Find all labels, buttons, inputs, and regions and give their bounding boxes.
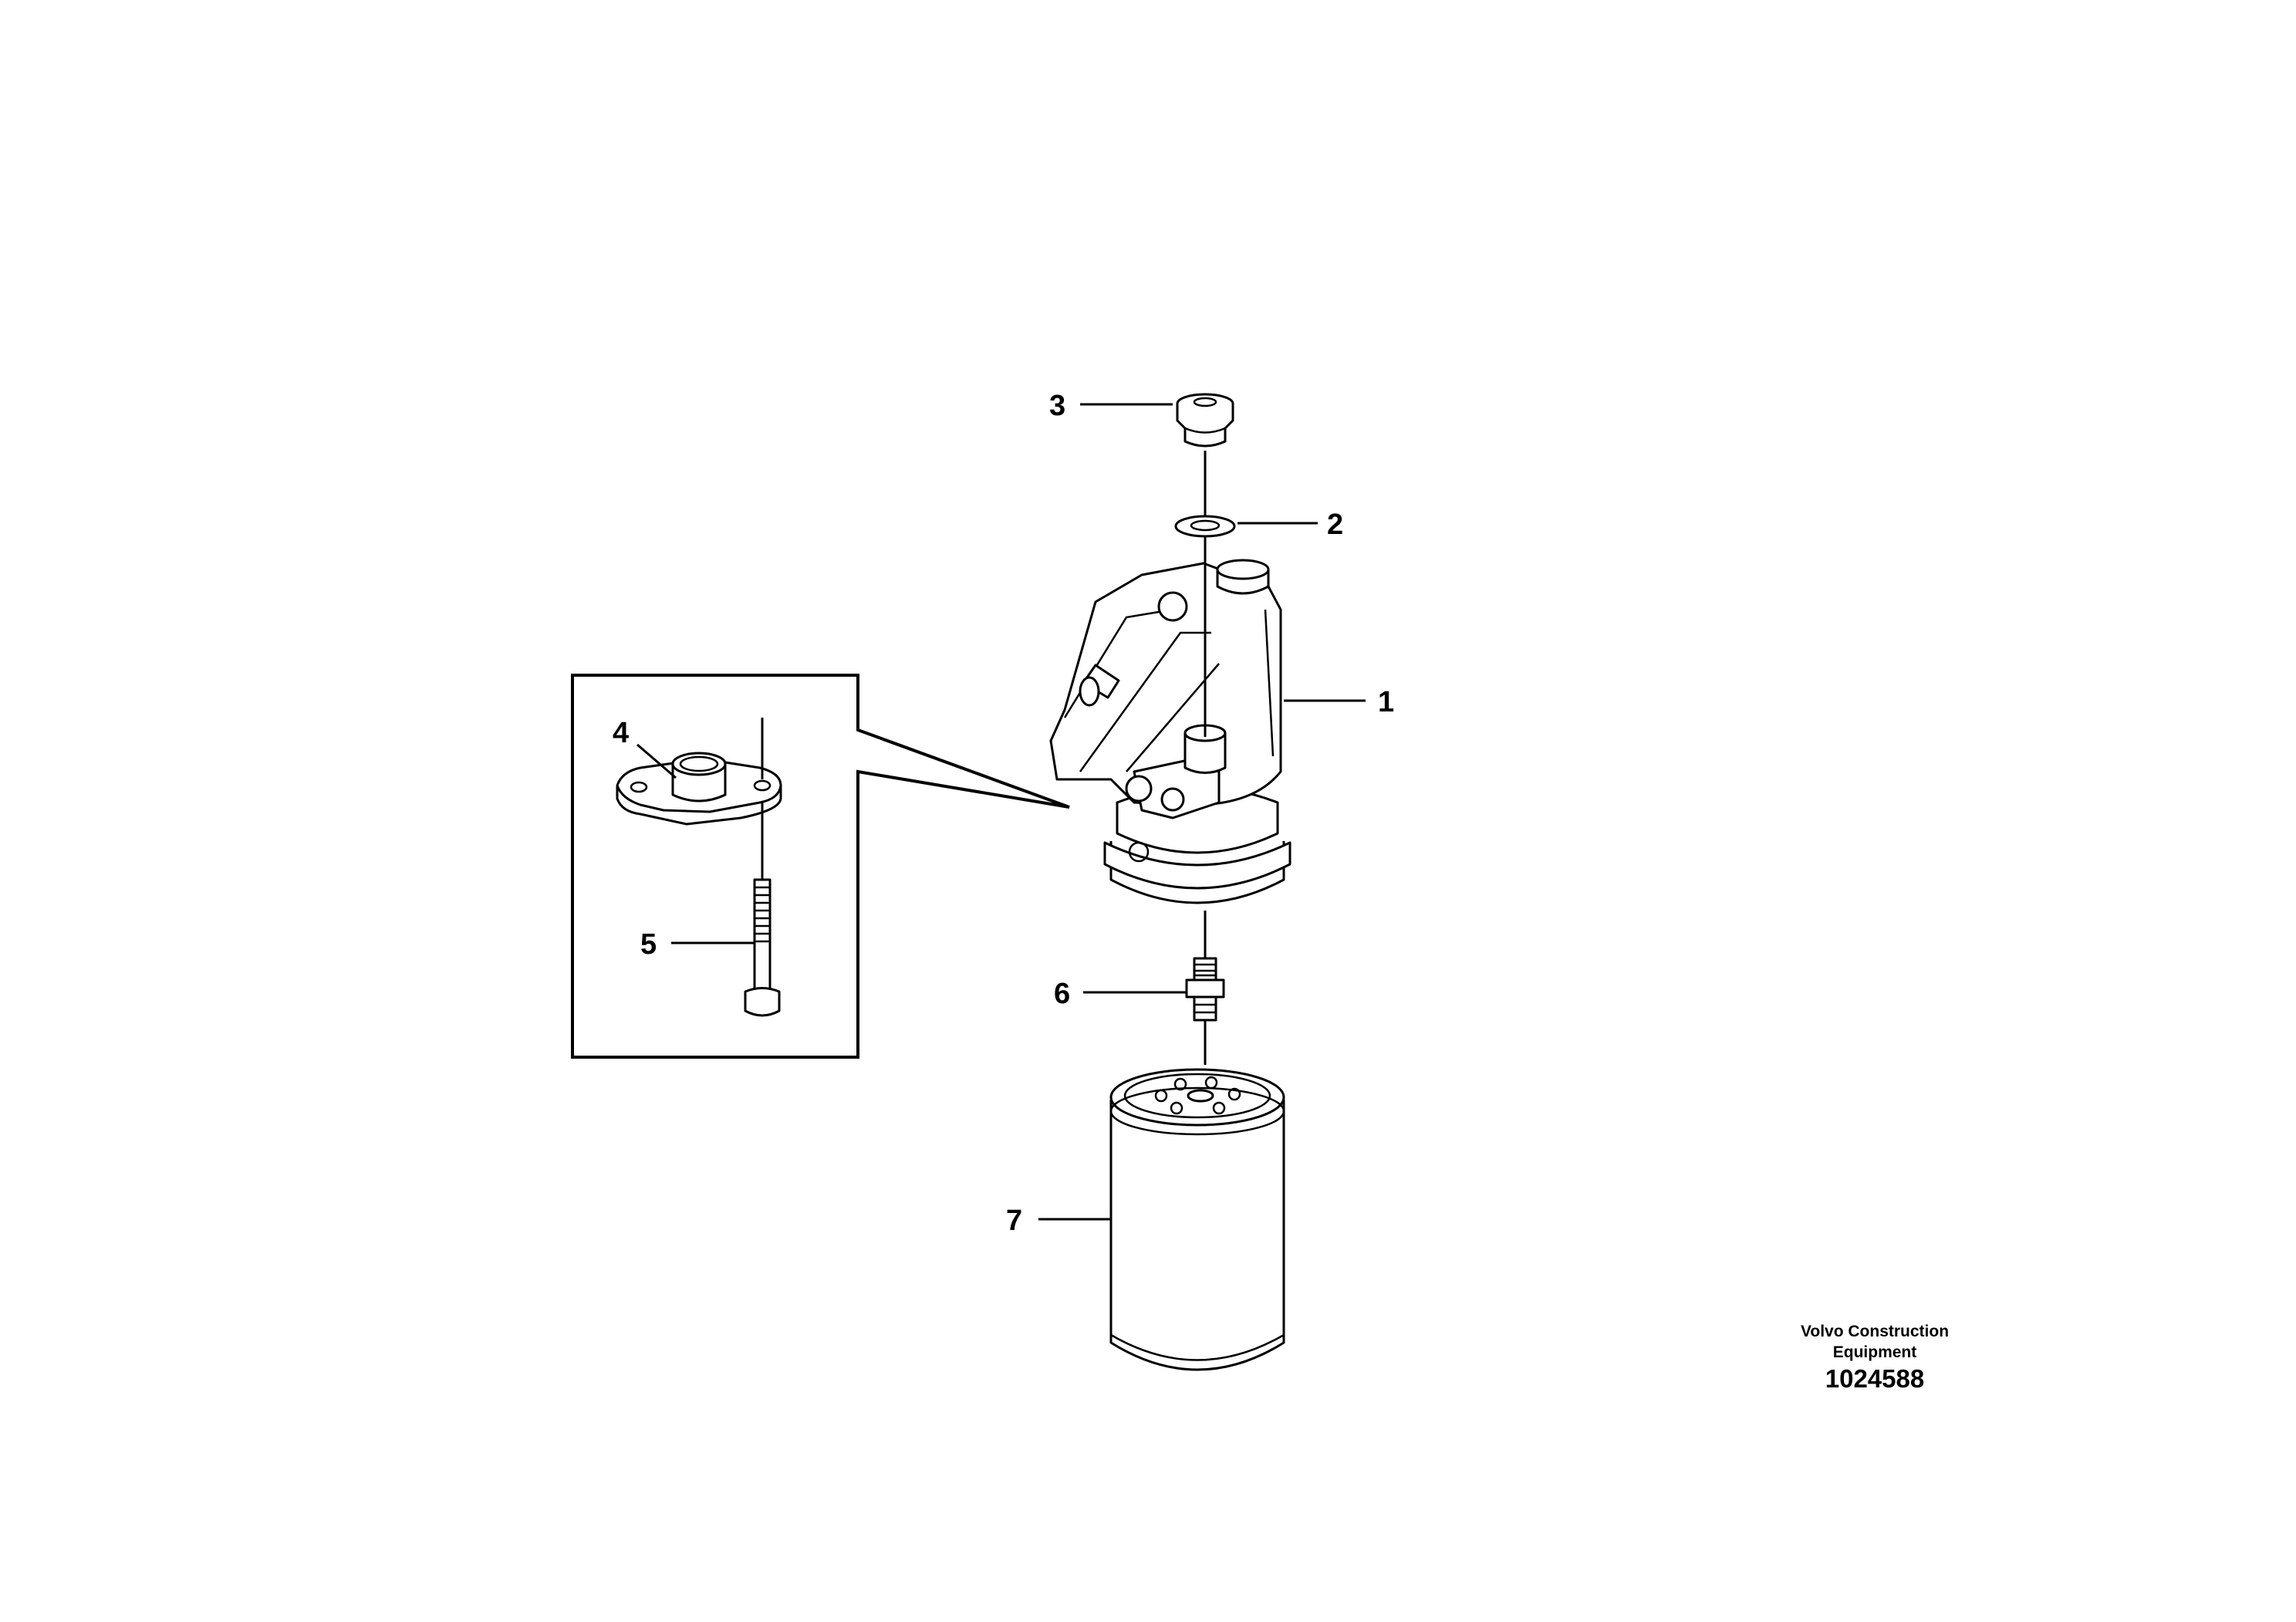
company-line-2: Equipment	[1832, 1343, 1917, 1361]
callout-6: 6	[1054, 978, 1070, 1010]
leader-lines	[636, 403, 1366, 1221]
callout-7: 7	[1006, 1205, 1022, 1237]
part-4-flange[interactable]	[616, 752, 782, 826]
detail-inset	[571, 674, 1070, 1059]
company-name: Volvo Construction Equipment	[1759, 1321, 1990, 1363]
callout-5: 5	[640, 928, 657, 961]
document-number: 1024588	[1825, 1364, 1925, 1393]
company-line-1: Volvo Construction	[1800, 1323, 1950, 1340]
part-5-bolt[interactable]	[744, 878, 781, 1017]
part-6-nipple[interactable]	[1185, 911, 1225, 1065]
callout-4: 4	[613, 717, 629, 749]
part-1-filter-head[interactable]	[1049, 559, 1292, 904]
part-2-washer[interactable]	[1174, 515, 1236, 538]
part-7-filter-cartridge[interactable]	[1109, 1068, 1285, 1371]
callout-1: 1	[1378, 686, 1394, 718]
callout-2: 2	[1327, 509, 1343, 541]
callout-3: 3	[1049, 390, 1065, 422]
part-3-plug[interactable]	[1176, 393, 1234, 448]
